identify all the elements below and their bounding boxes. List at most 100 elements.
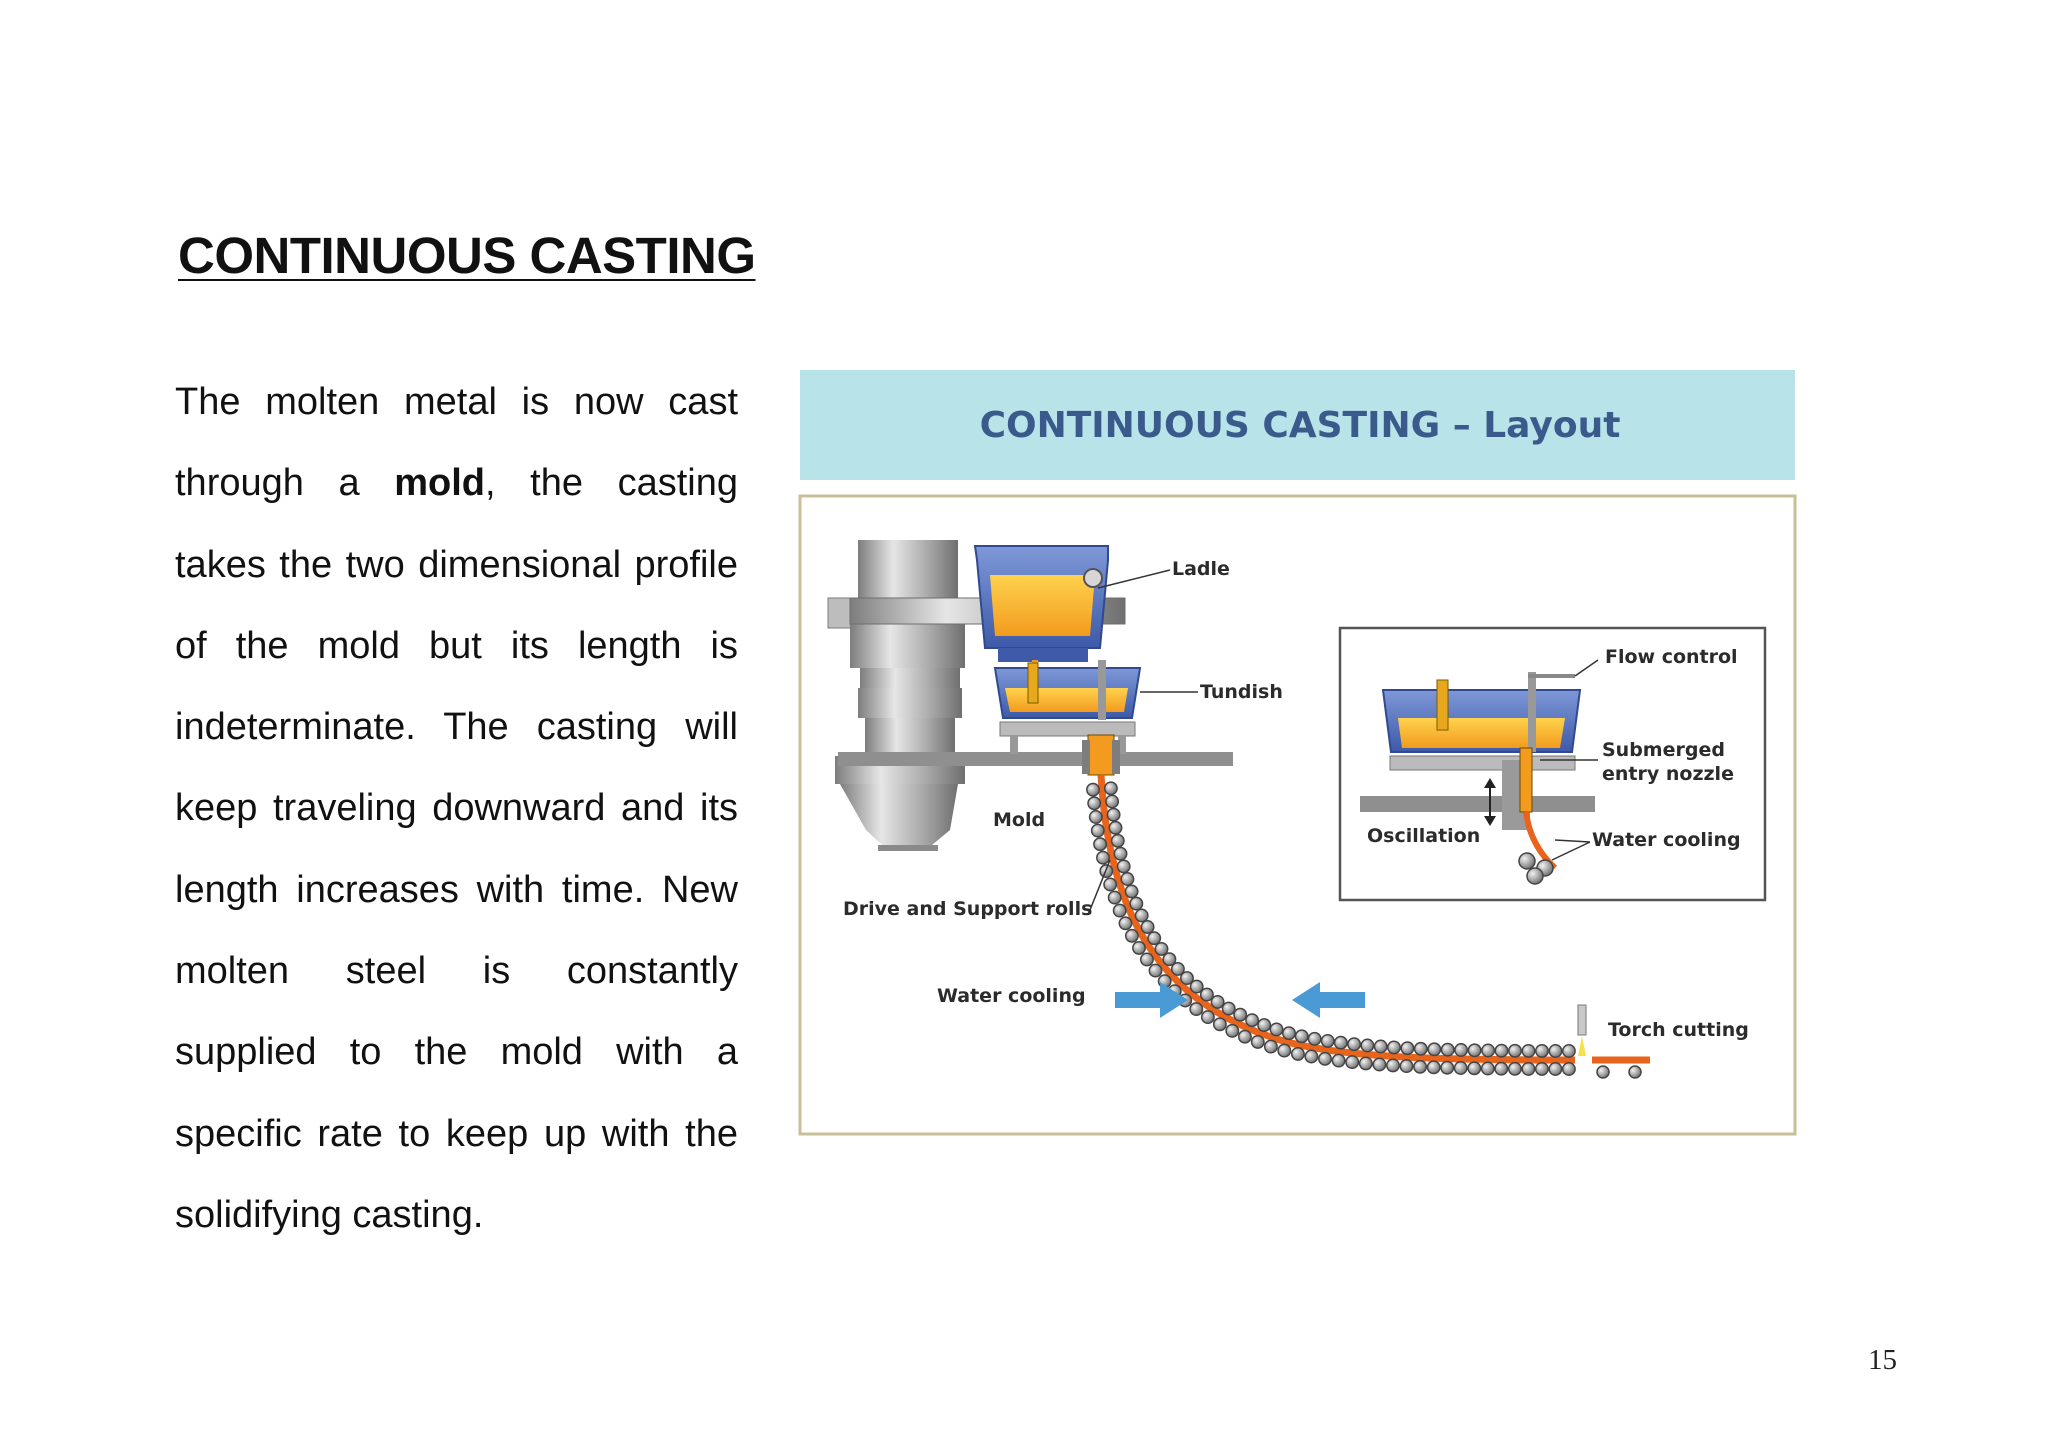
paragraph-text-end: , the casting takes the two dimensional … (175, 462, 738, 1236)
cast-strand (1097, 774, 1576, 1064)
support-roll (1453, 1061, 1468, 1075)
label-oscillation: Oscillation (1367, 825, 1480, 847)
ladle (973, 545, 1109, 700)
page-heading: CONTINUOUS CASTING (178, 227, 756, 284)
paragraph-bold-term: mold (394, 462, 485, 505)
support-roll (1347, 1037, 1362, 1052)
support-roll (1304, 1049, 1319, 1064)
support-roll (1139, 952, 1154, 967)
page-number: 15 (1868, 1344, 1897, 1376)
support-roll (1345, 1055, 1360, 1070)
support-roll (1454, 1043, 1469, 1057)
support-roll (1399, 1059, 1414, 1074)
label-mold: Mold (993, 809, 1045, 831)
support-roll (1250, 1034, 1265, 1049)
support-roll (1134, 908, 1149, 923)
support-roll (1290, 1046, 1305, 1061)
support-roll (1307, 1031, 1322, 1046)
support-roll (1372, 1057, 1387, 1072)
label-torch-cutting: Torch cutting (1608, 1019, 1749, 1041)
support-roll (1282, 1026, 1296, 1041)
ladle-leader (1097, 569, 1171, 589)
drive-rolls-leader (1089, 859, 1111, 911)
torch-cutter (1577, 1004, 1587, 1056)
support-roll (1120, 872, 1135, 886)
support-roll (1096, 850, 1110, 865)
support-roll (1132, 940, 1146, 955)
support-roll (1521, 1043, 1536, 1058)
support-roll (1129, 896, 1144, 911)
support-roll (1534, 1061, 1549, 1076)
support-roll (1263, 1039, 1278, 1054)
support-roll (1090, 823, 1105, 838)
support-roll (1294, 1029, 1309, 1044)
support-roll (1087, 796, 1102, 811)
support-roll (1413, 1041, 1428, 1056)
support-roll (1561, 1044, 1576, 1058)
tundish (993, 660, 1142, 754)
support-roll (1548, 1062, 1563, 1076)
water-cooling-arrow-right (1115, 982, 1188, 1018)
support-roll (1400, 1041, 1415, 1056)
support-roll (1548, 1044, 1563, 1058)
support-roll (1318, 1051, 1332, 1066)
label-drive-rolls: Drive and Support rolls (843, 898, 1092, 920)
slab-roll-1 (1596, 1065, 1610, 1079)
support-roll (1200, 1010, 1215, 1025)
support-roll (1118, 916, 1133, 931)
support-roll (1481, 1043, 1496, 1058)
support-roll (1320, 1033, 1335, 1048)
support-roll (1162, 952, 1177, 967)
support-roll (1170, 961, 1185, 976)
paragraph-text-start: The molten metal is now cast through a (175, 381, 738, 505)
support-roll (1426, 1060, 1441, 1075)
support-roll (1233, 1007, 1248, 1022)
support-roll (1494, 1061, 1509, 1076)
support-roll (1106, 807, 1121, 822)
support-roll (1147, 931, 1162, 946)
support-roll (1508, 1043, 1522, 1058)
support-roll (1237, 1029, 1252, 1044)
support-rolls (1086, 781, 1576, 1076)
support-roll (1535, 1043, 1549, 1058)
label-submerged-line2: entry nozzle (1602, 763, 1734, 785)
support-roll (1116, 859, 1131, 874)
support-roll (1113, 846, 1128, 861)
support-roll (1124, 884, 1139, 899)
support-roll (1140, 920, 1155, 934)
support-roll (1360, 1038, 1375, 1053)
support-roll (1387, 1040, 1401, 1055)
label-tundish: Tundish (1200, 681, 1283, 703)
support-roll (1467, 1061, 1482, 1076)
support-roll (1257, 1018, 1272, 1033)
banner-background (800, 370, 1795, 480)
support-roll (1112, 903, 1127, 918)
label-water-cooling: Water cooling (937, 985, 1086, 1007)
support-roll (1494, 1043, 1509, 1058)
support-roll (1093, 837, 1108, 852)
inset-detail (1338, 626, 1767, 902)
support-roll (1103, 877, 1118, 892)
support-roll (1373, 1039, 1388, 1054)
support-roll (1440, 1042, 1455, 1057)
support-roll (1480, 1061, 1495, 1076)
support-roll (1277, 1043, 1292, 1058)
support-roll (1225, 1023, 1240, 1038)
support-roll (1189, 979, 1204, 994)
support-roll (1124, 928, 1139, 943)
support-roll (1521, 1061, 1536, 1076)
label-inset-water-cooling: Water cooling (1592, 829, 1741, 851)
support-roll (1180, 971, 1194, 986)
support-roll (1103, 781, 1118, 796)
support-roll (1358, 1056, 1373, 1071)
support-roll (1088, 810, 1103, 824)
support-roll (1212, 1017, 1227, 1032)
support-roll (1269, 1022, 1284, 1037)
support-roll (1148, 963, 1163, 978)
support-roll (1108, 820, 1123, 835)
support-roll (1107, 890, 1122, 905)
support-roll (1467, 1043, 1482, 1058)
support-roll (1189, 1002, 1204, 1017)
mold (1082, 734, 1120, 776)
